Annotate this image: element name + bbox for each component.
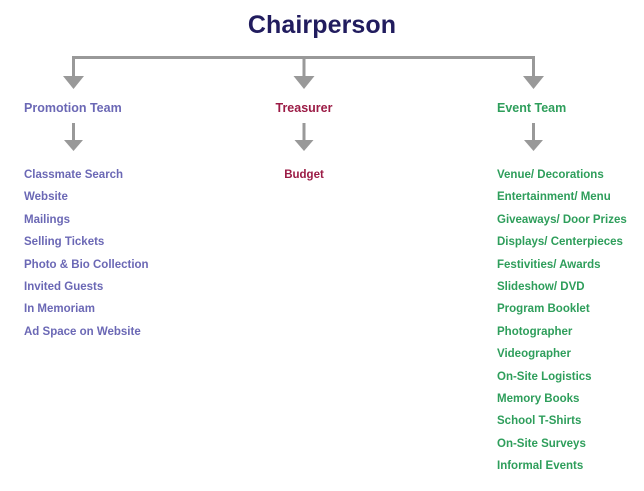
list-item: On-Site Surveys xyxy=(497,437,586,450)
arrowhead-promotion xyxy=(63,76,84,89)
list-item: Photo & Bio Collection xyxy=(24,258,149,271)
branch-event: Event Team Venue/ Decorations Entertainm… xyxy=(497,99,644,472)
list-item: Classmate Search xyxy=(24,169,124,181)
subarrowhead-promotion xyxy=(64,140,83,151)
list-item: Photographer xyxy=(497,325,573,338)
list-item: Slideshow/ DVD xyxy=(497,280,585,293)
list-item: In Memoriam xyxy=(24,303,95,316)
chart-title: Chairperson xyxy=(247,11,397,39)
list-item: Budget xyxy=(284,169,324,181)
item-list-treasurer: Budget xyxy=(244,164,364,186)
subarrowhead-treasurer xyxy=(294,140,314,151)
list-item: Informal Events xyxy=(497,460,584,473)
list-item: Displays/ Centerpieces xyxy=(497,236,623,249)
branch-header-treasurer: Treasurer xyxy=(275,101,333,115)
list-item: Giveaways/ Door Prizes xyxy=(497,213,627,226)
branch-header-event: Event Team xyxy=(497,101,567,115)
list-item: Ad Space on Website xyxy=(24,325,141,338)
list-item: On-Site Logistics xyxy=(497,370,592,383)
list-item: Website xyxy=(24,191,68,204)
branch-promotion: Promotion Team Classmate Search Website … xyxy=(24,99,224,338)
list-item: Videographer xyxy=(497,348,571,361)
arrowhead-event xyxy=(523,76,544,89)
list-item: Mailings xyxy=(24,213,71,226)
item-list-event: Venue/ Decorations Entertainment/ Menu G… xyxy=(497,164,644,477)
branch-treasurer: Treasurer Budget xyxy=(244,99,364,181)
subarrowhead-event xyxy=(524,140,543,151)
list-item: Festivities/ Awards xyxy=(497,258,601,271)
item-list-promotion: Classmate Search Website Mailings Sellin… xyxy=(24,164,224,343)
branch-header-promotion: Promotion Team xyxy=(24,101,122,115)
list-item: Memory Books xyxy=(497,392,580,405)
list-item: Program Booklet xyxy=(497,303,590,316)
arrowhead-treasurer xyxy=(293,76,315,89)
list-item: Venue/ Decorations xyxy=(497,169,604,181)
list-item: Selling Tickets xyxy=(24,236,105,249)
list-item: Entertainment/ Menu xyxy=(497,191,611,204)
list-item: School T-Shirts xyxy=(497,415,582,428)
list-item: Invited Guests xyxy=(24,280,104,293)
